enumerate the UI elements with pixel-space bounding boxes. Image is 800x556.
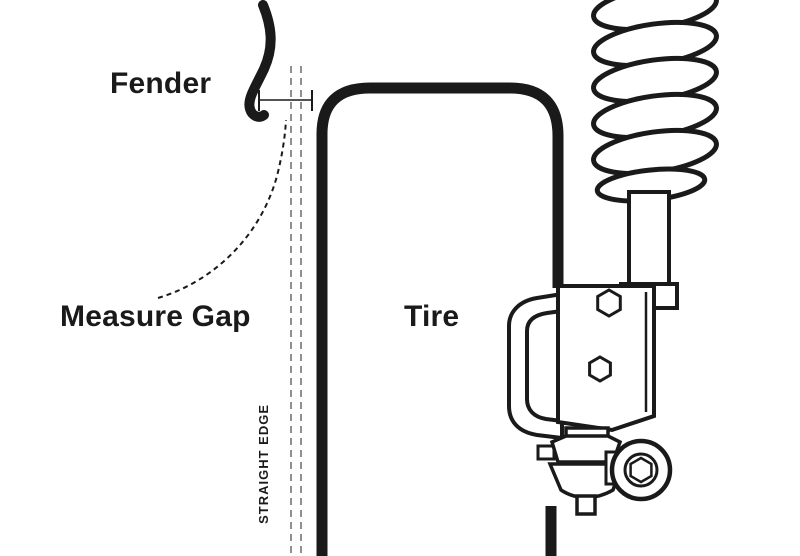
gap-dimension-marker bbox=[258, 90, 313, 111]
strut-assembly bbox=[507, 0, 719, 516]
tire-edge bbox=[316, 82, 564, 556]
fender-edge bbox=[244, 0, 276, 122]
straight-edge-label: STRAIGHT EDGE bbox=[256, 404, 271, 524]
measure-gap-pointer bbox=[157, 119, 287, 299]
balljoint-pin-left bbox=[536, 444, 556, 461]
balljoint-stud bbox=[575, 494, 597, 516]
tierod-eye-hex bbox=[629, 456, 653, 484]
balljoint-nut bbox=[549, 434, 623, 464]
fender-label: Fender bbox=[110, 67, 212, 100]
tire-label: Tire bbox=[404, 300, 460, 333]
measure-gap-label: Measure Gap bbox=[60, 300, 251, 333]
bolt-hex-upper bbox=[596, 288, 622, 318]
coil-spring bbox=[591, 0, 719, 204]
diagram-artwork bbox=[157, 0, 719, 556]
bolt-hex-lower bbox=[588, 355, 612, 383]
knuckle-clamp bbox=[507, 291, 564, 441]
knuckle-bracket bbox=[556, 284, 656, 433]
straight-edge bbox=[290, 66, 302, 556]
tire-outline bbox=[316, 82, 564, 556]
